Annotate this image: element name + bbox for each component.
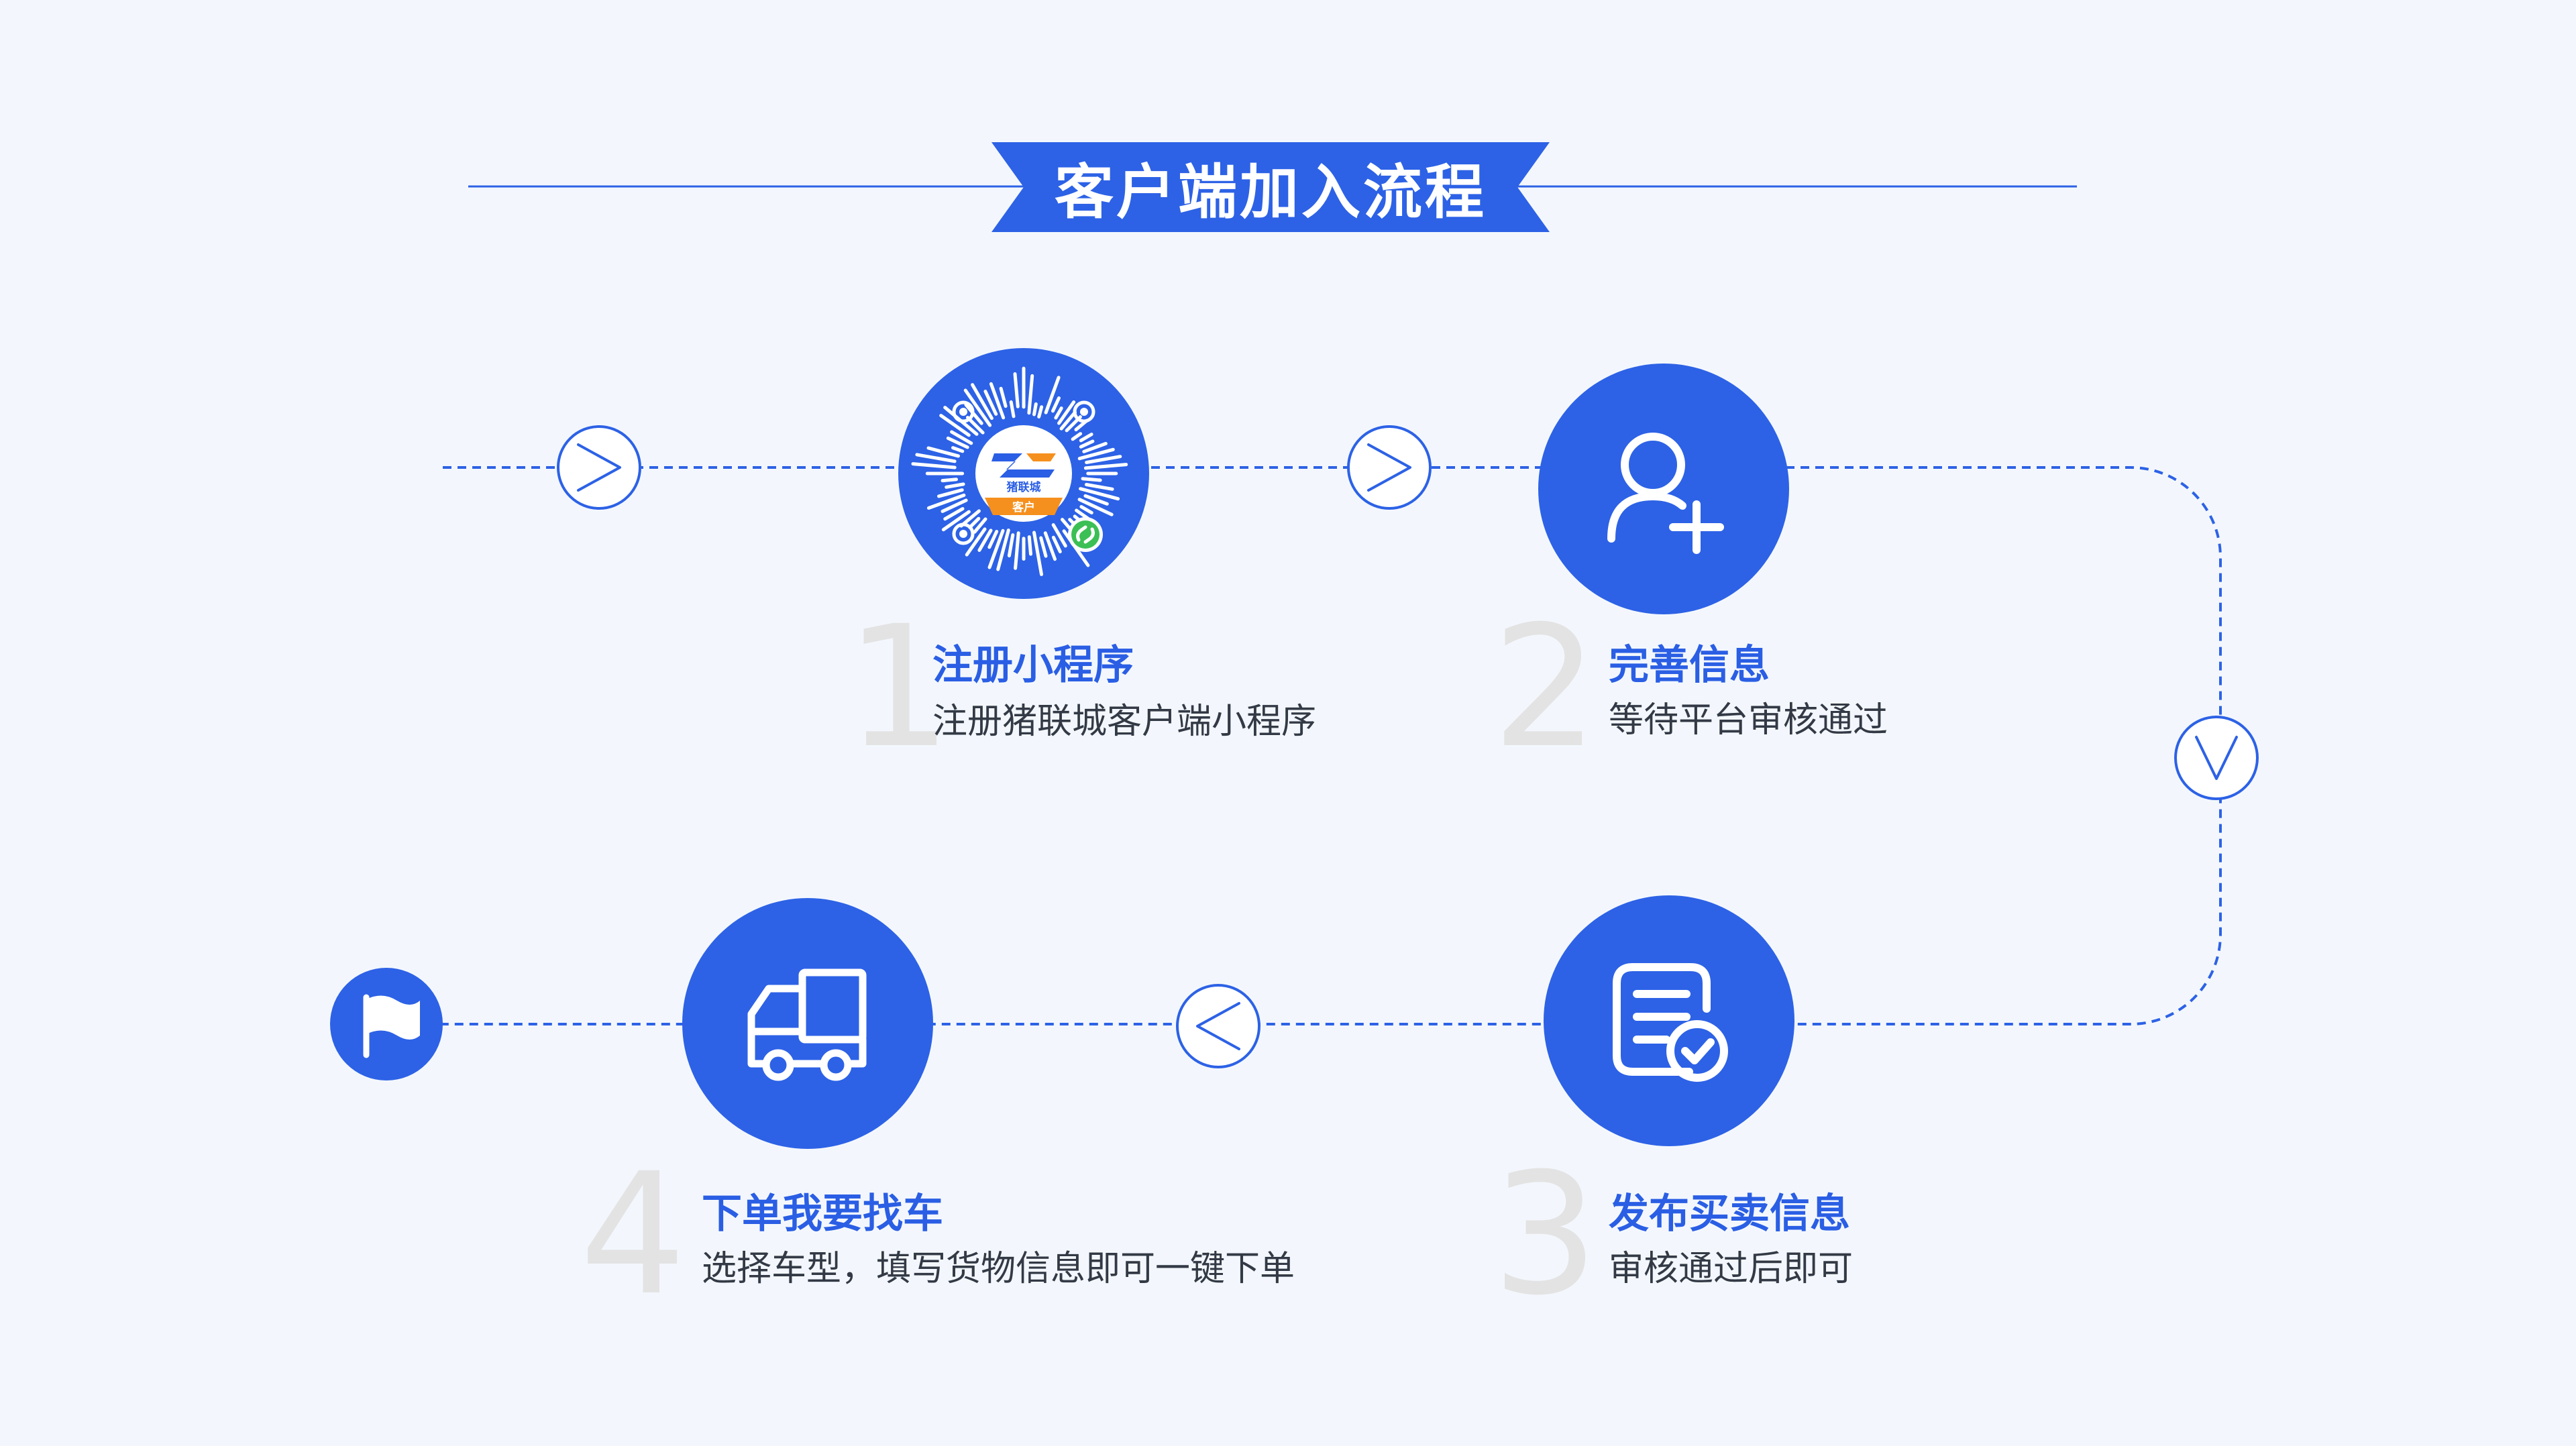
connector-1	[557, 425, 641, 510]
mini-program-qr-icon	[911, 366, 1128, 576]
qr-ray	[971, 383, 994, 421]
qr-ray	[999, 386, 1008, 408]
qr-ray	[915, 453, 957, 463]
chevron-left-icon	[1196, 1002, 1240, 1050]
qr-ray	[1027, 535, 1032, 556]
qr-ray	[941, 498, 968, 513]
qr-ray	[1032, 531, 1043, 576]
title-banner	[991, 142, 1550, 232]
qr-ray	[1059, 410, 1077, 431]
qr-ray	[926, 446, 960, 458]
qr-ray	[1079, 433, 1093, 443]
qr-ray	[1082, 441, 1108, 453]
qr-ray	[1077, 447, 1115, 461]
qr-ray	[950, 430, 973, 445]
connector-3	[2174, 716, 2259, 800]
document-check-icon	[1613, 963, 1728, 1082]
step-1-desc: 注册猪联城客户端小程序	[932, 702, 1317, 742]
qr-ray	[911, 462, 957, 469]
step-2-node	[1538, 364, 1789, 614]
user-add-icon	[1607, 433, 1724, 554]
qr-ray	[1009, 400, 1016, 419]
chevron-right-icon	[1367, 443, 1411, 492]
qr-ray	[951, 446, 965, 453]
qr-ray	[941, 478, 958, 483]
step-1-title: 注册小程序	[932, 642, 1134, 689]
qr-ray	[1039, 536, 1048, 558]
qr-ray	[1057, 400, 1076, 425]
qr-ray	[1084, 483, 1114, 491]
qr-ray	[1083, 494, 1109, 506]
step-2-number: 2	[1492, 590, 1599, 785]
step-1-node: 猪联城 客户	[898, 348, 1149, 599]
qr-ray	[973, 517, 987, 534]
qr-ray	[941, 510, 971, 532]
logo-badge-text: 客户	[1012, 500, 1035, 514]
qr-ray	[1044, 376, 1061, 414]
flow-path	[388, 466, 2222, 1025]
qr-ray	[943, 507, 965, 521]
truck-icon	[747, 968, 867, 1081]
qr-ray	[1077, 498, 1114, 516]
chevron-right-icon	[577, 443, 621, 492]
qr-ray	[1054, 406, 1063, 420]
qr-ray	[1085, 455, 1122, 464]
step-3-number: 3	[1492, 1137, 1599, 1332]
qr-ray	[1007, 533, 1015, 558]
qr-ray	[965, 527, 987, 557]
flag-icon	[363, 994, 420, 1058]
qr-ray	[1027, 374, 1034, 415]
qr-ray	[989, 382, 1006, 420]
qr-ray	[1037, 405, 1044, 419]
step-4-number: 4	[580, 1137, 687, 1332]
qr-ray	[1079, 439, 1095, 449]
qr-ray	[1083, 463, 1128, 470]
qr-ray	[945, 482, 965, 489]
qr-ray	[1081, 477, 1102, 482]
logo-brand-text: 猪联城	[1007, 480, 1041, 494]
qr-ray	[1013, 372, 1020, 408]
logo-mark	[991, 453, 1055, 478]
step-4-node	[682, 898, 933, 1149]
qr-ray	[1051, 396, 1061, 413]
qr-ray	[939, 414, 971, 437]
qr-ray	[1079, 505, 1093, 514]
qr-ray	[987, 529, 1005, 569]
qr-ray	[946, 436, 969, 449]
step-3-node	[1544, 895, 1794, 1146]
qr-ray	[977, 529, 993, 552]
qr-ray	[937, 488, 964, 498]
qr-ray	[996, 529, 1010, 571]
step-3-title: 发布买卖信息	[1609, 1190, 1850, 1237]
qr-ray	[983, 390, 998, 416]
qr-ray	[1014, 531, 1020, 570]
qr-ray	[1061, 518, 1071, 530]
qr-ray	[1051, 535, 1062, 553]
qr-ray	[926, 493, 966, 510]
end-marker	[330, 968, 443, 1080]
qr-ray	[1071, 432, 1083, 441]
step-4-title: 下单我要找车	[702, 1190, 943, 1237]
step-4-desc: 选择车型，填写货物信息即可一键下单	[702, 1249, 1295, 1289]
qr-ray	[1043, 531, 1057, 561]
step-1-number: 1	[845, 590, 953, 785]
step-2-desc: 等待平台审核通过	[1609, 700, 1888, 740]
qr-ray	[1079, 487, 1120, 501]
qr-ray	[1032, 402, 1038, 416]
connector-2	[1347, 425, 1432, 510]
qr-ray	[968, 516, 981, 529]
page-title: 客户端加入流程	[1054, 157, 1487, 227]
qr-ray	[987, 530, 999, 549]
step-3-desc: 审核通过后即可	[1609, 1249, 1854, 1289]
chevron-down-icon	[2195, 736, 2238, 780]
qr-ray	[1051, 523, 1067, 548]
step-2-title: 完善信息	[1609, 642, 1770, 689]
connector-4	[1176, 984, 1260, 1068]
qr-ray	[963, 388, 992, 427]
